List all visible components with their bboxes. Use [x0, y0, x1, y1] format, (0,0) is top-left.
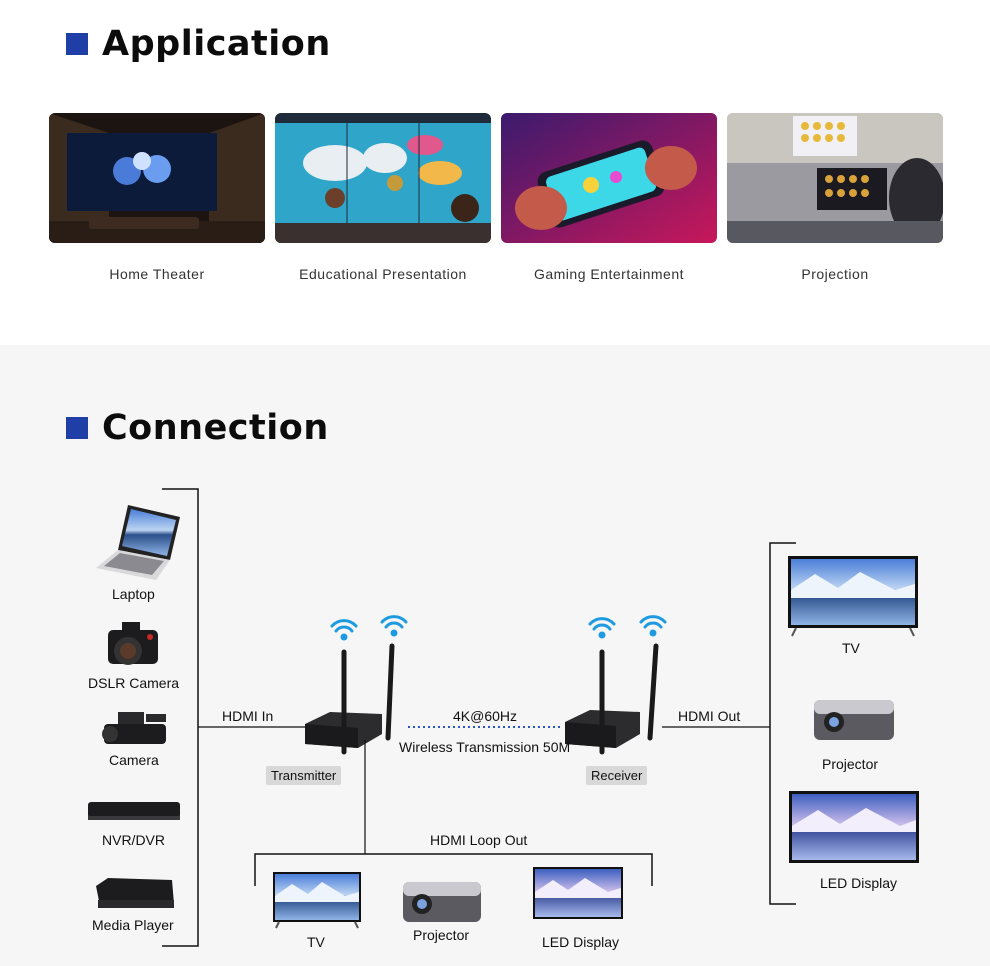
source-camera-label: Camera: [109, 752, 159, 768]
application-heading: Application: [66, 24, 331, 64]
source-dslr-camera-label: DSLR Camera: [88, 675, 180, 691]
loop-tv-label: TV: [307, 934, 325, 950]
educational-presentation-image: [275, 113, 491, 243]
loop-projector-label: Projector: [413, 927, 470, 943]
hdmi-in-label: HDMI In: [222, 708, 274, 724]
wireless-label: Wireless Transmission 50M: [399, 739, 571, 755]
hdmi-out-label: HDMI Out: [678, 708, 741, 724]
output-projector-icon: [814, 700, 894, 740]
nvr-dvr-icon: [88, 802, 180, 820]
projection-image: [727, 113, 943, 243]
loop-tv-icon: [273, 872, 361, 929]
outputs-bracket: [769, 542, 796, 905]
transmitter-label: Transmitter: [266, 766, 342, 785]
wifi-icon: [380, 615, 408, 637]
caption-home-theater: Home Theater: [109, 266, 205, 282]
receiver-device: [565, 643, 659, 755]
wifi-icon: [588, 617, 616, 639]
source-nvr-dvr-label: NVR/DVR: [102, 832, 166, 848]
connection-heading: Connection: [66, 408, 329, 448]
loop-led-display-icon: [533, 867, 623, 919]
caption-projection: Projection: [801, 266, 869, 282]
loop-led-display-label: LED Display: [542, 934, 620, 950]
camcorder-icon: [102, 712, 166, 744]
output-tv-icon: [788, 556, 918, 637]
loop-out-bracket: [254, 853, 653, 886]
application-section: Application: [0, 0, 990, 345]
heading-square-icon: [66, 33, 88, 55]
gaming-entertainment-image: [501, 113, 717, 243]
source-laptop-label: Laptop: [112, 586, 155, 602]
laptop-icon: [96, 505, 180, 580]
output-led-display-label: LED Display: [820, 875, 898, 891]
caption-educational-presentation: Educational Presentation: [299, 266, 467, 282]
receiver-label: Receiver: [586, 766, 648, 785]
application-title: Application: [102, 24, 331, 64]
output-tv-label: TV: [842, 640, 860, 656]
wifi-icon: [639, 615, 667, 637]
output-led-display-icon: [789, 791, 919, 863]
media-player-icon: [96, 878, 174, 908]
caption-gaming-entertainment: Gaming Entertainment: [533, 266, 685, 282]
transmitter-device: [305, 643, 395, 755]
dslr-camera-icon: [108, 622, 158, 665]
output-projector-label: Projector: [822, 756, 879, 772]
resolution-label: 4K@60Hz: [453, 708, 518, 724]
connection-title: Connection: [102, 408, 329, 448]
loop-projector-icon: [403, 882, 481, 922]
loop-out-label: HDMI Loop Out: [430, 832, 528, 848]
heading-square-icon: [66, 417, 88, 439]
source-media-player-label: Media Player: [92, 917, 174, 933]
wifi-icon: [330, 619, 358, 641]
home-theater-image: [49, 113, 265, 243]
sources-bracket: [162, 488, 199, 947]
